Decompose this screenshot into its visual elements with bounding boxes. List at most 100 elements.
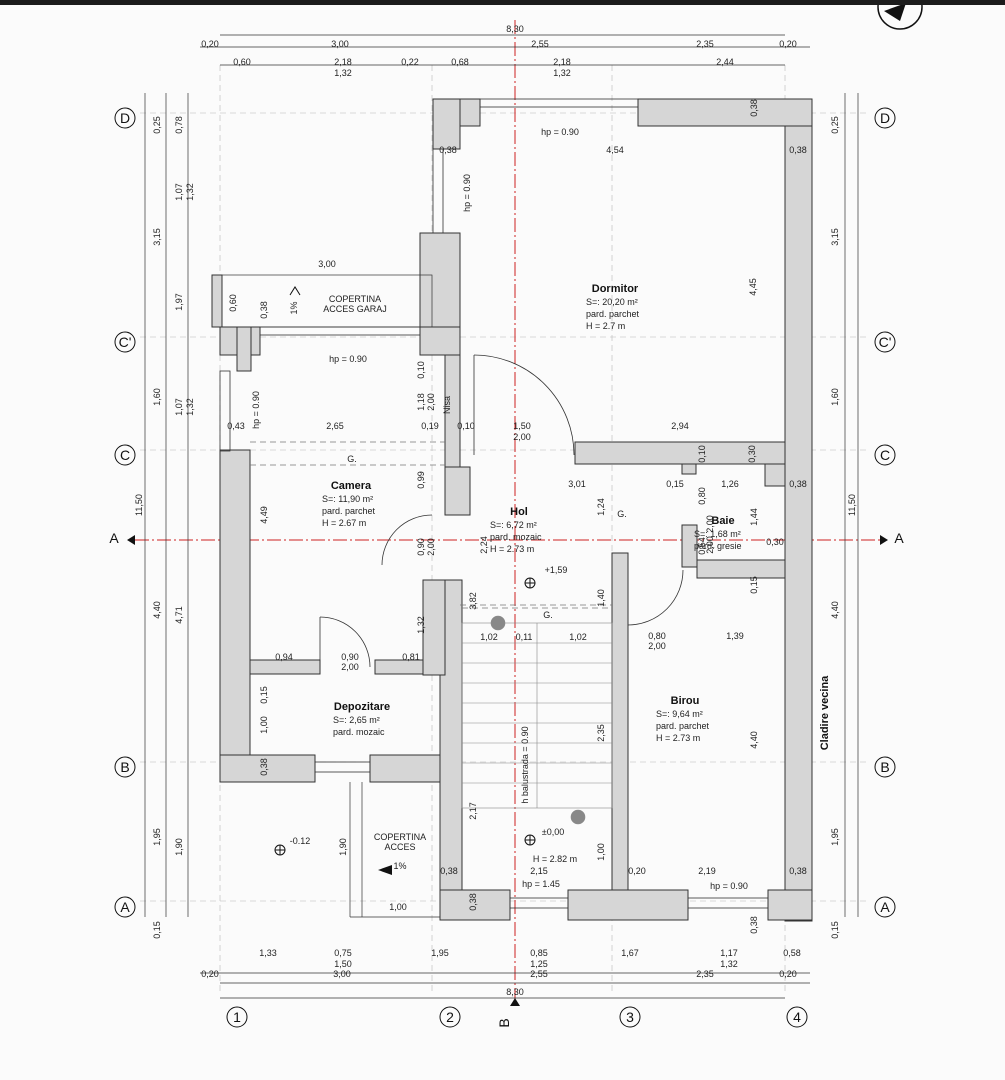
level-label: -0.12 [290,836,311,846]
room-floor: pard. mozaic [490,532,542,542]
dimension-label: 0,78 [174,116,184,134]
dimension-label: 4,40 [152,601,162,619]
dimension-label: 1,95 [431,948,449,958]
grid-label-left: A [120,899,130,915]
dimension-label: 0,38 [468,893,478,911]
dimension-label: 0,80 [648,631,666,641]
dimension-label: 1,95 [830,828,840,846]
grade-label: G. [617,509,627,519]
dimension-label: 2,44 [716,57,734,67]
dimension-label: 3,01 [568,479,586,489]
dimension-label: 0,15 [152,921,162,939]
dimension-label: 0,15 [259,686,269,704]
level-label: +1,59 [545,565,568,575]
level-markers [274,577,536,856]
dimension-label: 0,38 [789,145,807,155]
grid-number-label: 2 [446,1009,454,1025]
canopy-label: ACCES [384,842,415,852]
grid-label-right: D [880,110,890,126]
grade-label: G. [543,610,553,620]
dimension-label: 0,11 [516,632,533,642]
room-floor: pard. parchet [586,309,640,319]
dimension-label: 1,97 [174,293,184,311]
dimension-label: 0,38 [789,479,807,489]
dimension-label: 4,71 [174,606,184,624]
room-name: Dormitor [592,283,639,295]
dimension-label: 2,24 [479,536,489,554]
grid-number-label: 3 [626,1009,634,1025]
dimension-label: 0,20 [201,39,219,49]
room-height: H = 2.7 m [586,321,625,331]
dimension-label: 2,00 [426,538,436,556]
dimension-label: 2,35 [596,724,606,742]
dimension-label: 1,32 [416,616,426,634]
dimension-label: 2,55 [530,969,548,979]
dimension-label: 1,00 [259,716,269,734]
dimension-label: 0,38 [749,916,759,934]
height-label: H = 2.82 m [533,854,577,864]
room-area: S=: 2,65 m² [333,715,380,725]
dimension-label: 3,00 [318,259,336,269]
dimension-label: 1,90 [174,838,184,856]
section-mark: B [496,1018,512,1027]
dimension-label: 0,30 [766,537,784,547]
dimension-label: 4,54 [606,145,624,155]
dimension-label: 1,44 [749,508,759,526]
room-floor: pard. parchet [656,721,710,731]
room-floor: pard. mozaic [333,727,385,737]
dimension-label: 0,94 [275,652,293,662]
dimension-label: 1,90 [338,838,348,856]
level-label: ±0,00 [542,827,564,837]
dimension-label: 0,19 [421,421,439,431]
sill-height-label: hp = 0.90 [329,354,367,364]
dimension-label: 1,33 [259,948,277,958]
dimension-label: 2,35 [696,39,714,49]
doors [319,354,684,668]
dimension-label: 0,25 [830,116,840,134]
dimension-label: 0,10 [697,445,707,463]
room-name: Hol [510,506,528,518]
dimension-label: 1,50 [513,421,531,431]
dimension-label: 3,00 [333,969,351,979]
dimension-label: 0,15 [749,576,759,594]
dimension-label: 0,60 [228,294,238,312]
dimension-label: 0,15 [666,479,684,489]
dimension-label: 0,38 [259,301,269,319]
dimension-label: 2,00 [341,662,359,672]
dimension-label: 1,32 [720,959,738,969]
slope-label: 1% [289,301,299,314]
railing-label: h balustrada = 0.90 [520,726,530,803]
north-arrow-icon [877,5,923,30]
dimension-label: 2,00 [705,515,715,533]
grid-label-right: B [880,759,889,775]
dimension-label: 1,02 [569,632,587,642]
dimension-label: 1,00 [389,902,407,912]
dimension-label: 1,26 [721,479,739,489]
dimension-label: 0,75 [334,948,352,958]
dimension-label: 0,99 [416,471,426,489]
dimension-label: 0,10 [457,421,475,431]
dimension-label: 2,18 [334,57,352,67]
section-mark: A [894,530,904,546]
grid-label-left: B [120,759,129,775]
room-area: S=: 6,72 m² [490,520,537,530]
dimension-label: 1,50 [334,959,352,969]
room-height: H = 2.73 m [656,733,700,743]
grid-label-left: C [120,447,130,463]
dimension-label: 2,94 [671,421,689,431]
dimension-label: 0,10 [416,361,426,379]
dimension-label: 2,18 [553,57,571,67]
room-area: S=: 11,90 m² [322,494,373,504]
dimension-label: 2,35 [696,969,714,979]
dimension-label: 3,15 [152,228,162,246]
grade-label: G. [347,454,357,464]
canopy-label: ACCES GARAJ [323,304,387,314]
grid-label-right: C [880,447,890,463]
section-lines [127,20,888,1006]
dimension-label: 0,80 [697,487,707,505]
dimension-label: 11,50 [134,494,144,516]
room-name: Birou [671,695,700,707]
dimension-label: 1,25 [530,959,548,969]
